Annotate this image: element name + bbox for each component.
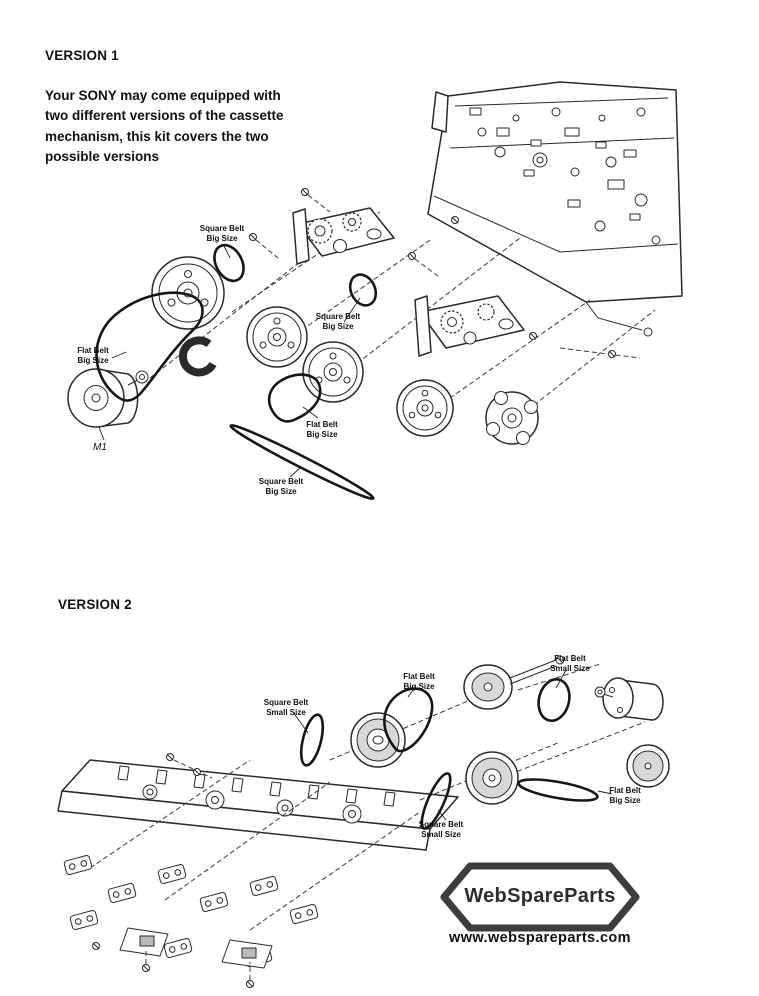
part-label-flat-belt-left: Flat Belt Big Size	[77, 346, 109, 365]
part-label-motor-m1: M1	[93, 442, 107, 453]
version2-chassis	[57, 759, 459, 851]
v2-square-belt-small-1	[299, 713, 325, 767]
version1-mechanism-a	[292, 207, 395, 265]
v2-square-belt-small-2	[420, 772, 452, 830]
version2-title: VERSION 2	[58, 597, 132, 612]
version1-title: VERSION 1	[45, 48, 119, 63]
version2-brackets	[63, 855, 319, 969]
part-label-flat-belt-small: Flat Belt Small Size	[550, 654, 590, 673]
v2-flat-belt-big-1	[383, 687, 434, 753]
version1-rotor	[485, 391, 539, 445]
v1-square-belt-long	[229, 424, 375, 500]
logo-wordmark: WebSpareParts	[464, 885, 616, 907]
version1-pulley-3	[302, 341, 364, 403]
version2-screws	[92, 753, 254, 988]
half-collar-bracket	[178, 336, 217, 377]
version2-motor	[594, 677, 664, 721]
v1-flat-belt-mid	[267, 373, 322, 423]
v2-flat-belt-small	[537, 678, 571, 722]
v1-square-belt-mid	[348, 273, 378, 307]
version2-pulley-mid	[465, 751, 519, 805]
part-label-square-belt-small-bottom: Square Belt Small Size	[418, 820, 464, 839]
part-label-square-belt-top: Square Belt Big Size	[199, 224, 245, 243]
version2-leader-lines	[292, 669, 613, 821]
website-url: www.webspareparts.com	[449, 930, 631, 946]
version1-pulley-2	[246, 306, 308, 368]
part-label-flat-belt-mid: Flat Belt Big Size	[306, 420, 338, 439]
part-label-square-belt-small-left: Square Belt Small Size	[263, 698, 309, 717]
v1-square-belt-top	[213, 243, 245, 283]
version1-pulley-4	[396, 379, 454, 437]
version1-chassis	[427, 81, 683, 337]
part-label-flat-belt-big-right: Flat Belt Big Size	[609, 786, 641, 805]
part-label-flat-belt-big-top: Flat Belt Big Size	[403, 672, 435, 691]
version1-mechanism-b	[414, 295, 525, 357]
version1-pulley-large	[151, 256, 225, 330]
version2-pulley-right	[626, 744, 670, 788]
v2-flat-belt-big-2	[517, 778, 599, 802]
v1-flat-belt-left	[95, 291, 204, 402]
version1-screws	[249, 188, 616, 358]
version1-leader-lines	[98, 245, 361, 478]
part-label-square-belt-mid: Square Belt Big Size	[315, 312, 361, 331]
version2-pulley-dark	[350, 712, 406, 768]
part-label-square-belt-bottom: Square Belt Big Size	[258, 477, 304, 496]
version2-capstan	[463, 655, 565, 710]
logo-hexagon	[440, 862, 640, 932]
version1-description: Your SONY may come equipped with two dif…	[45, 88, 284, 164]
